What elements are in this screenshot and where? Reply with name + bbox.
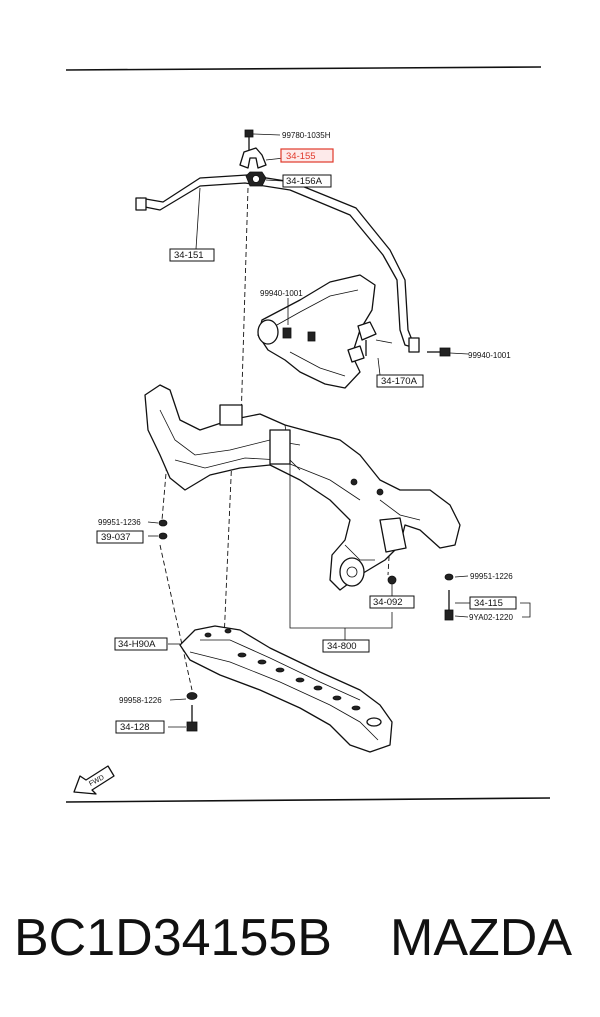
label-99780: 99780-1035H bbox=[282, 131, 331, 140]
guide-line-1 bbox=[239, 187, 249, 456]
bolt-34-115 bbox=[444, 573, 531, 621]
part-number: BC1D34155B bbox=[14, 909, 332, 967]
label-34-092: 34-092 bbox=[373, 597, 403, 608]
bracket-34-155 bbox=[239, 147, 285, 169]
crossmember-34-800 bbox=[144, 384, 461, 596]
label-99951-right: 99951-1226 bbox=[470, 572, 513, 581]
fwd-arrow: FWD bbox=[73, 765, 115, 795]
bolt-99780 bbox=[244, 129, 281, 152]
label-34-151: 34-151 bbox=[174, 250, 204, 261]
label-99951-left: 99951-1236 bbox=[98, 518, 141, 527]
highlight-box-34-155[interactable] bbox=[280, 148, 334, 163]
top-rule bbox=[65, 66, 542, 71]
label-34-155: 34-155 bbox=[286, 151, 316, 162]
label-39-037: 39-037 bbox=[101, 532, 131, 543]
label-34-800: 34-800 bbox=[327, 641, 357, 652]
bushing-34-156A bbox=[245, 171, 284, 187]
guide-line-4 bbox=[159, 544, 193, 691]
label-34-H90A: 34-H90A bbox=[118, 639, 156, 650]
label-34-128: 34-128 bbox=[120, 722, 150, 733]
leader-34-800 bbox=[289, 455, 393, 629]
label-34-170A: 34-170A bbox=[381, 376, 418, 387]
guide-line-5 bbox=[387, 539, 391, 576]
bottom-rule bbox=[65, 797, 551, 803]
guide-line-2 bbox=[223, 454, 233, 641]
lower-plate-34-H90A bbox=[168, 625, 393, 753]
stabilizer-bar bbox=[135, 174, 420, 353]
caption: BC1D34155B MAZDA bbox=[0, 898, 600, 978]
brand-name: MAZDA bbox=[390, 909, 572, 967]
label-34-156A: 34-156A bbox=[286, 176, 323, 187]
bolt-34-128 bbox=[168, 692, 198, 732]
lower-control-arm bbox=[257, 274, 469, 389]
label-34-115: 34-115 bbox=[474, 598, 503, 609]
label-99940-right: 99940-1001 bbox=[468, 351, 511, 360]
label-99940-upper: 99940-1001 bbox=[260, 289, 303, 298]
parts-diagram: FWD 99780-1035H 34-155 34-156A 34-151 99… bbox=[65, 66, 551, 803]
label-9YA02: 9YA02-1220 bbox=[469, 613, 513, 622]
nut-99951-left bbox=[147, 519, 168, 540]
label-99958: 99958-1226 bbox=[119, 696, 162, 705]
